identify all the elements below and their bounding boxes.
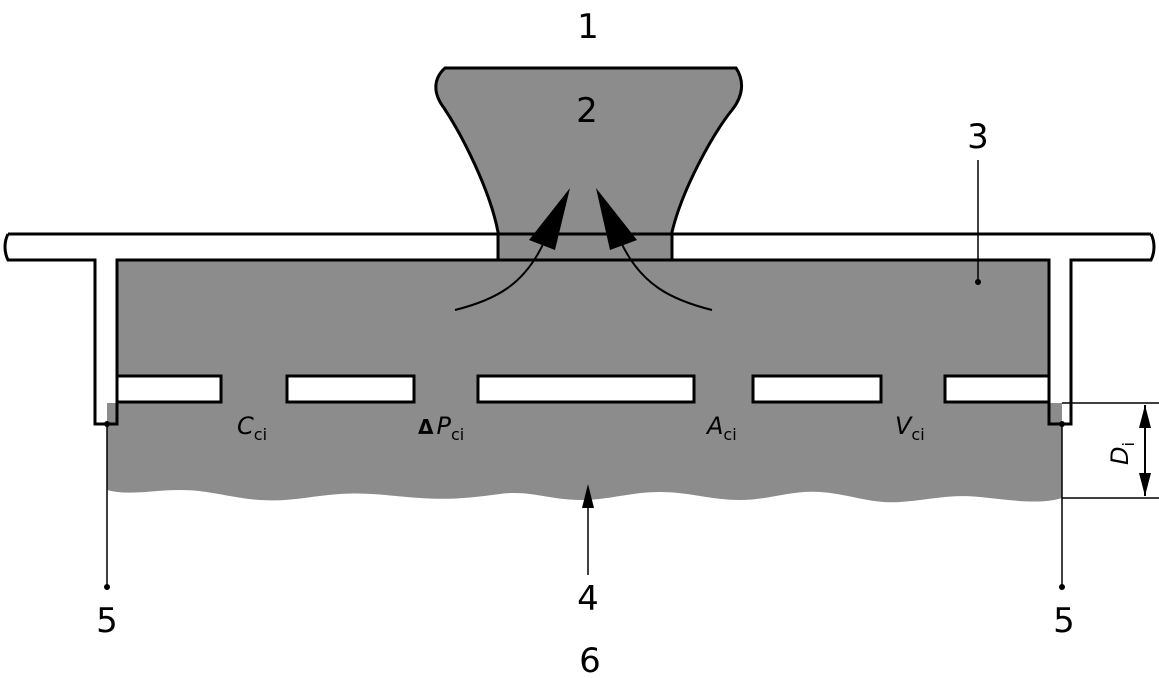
- dim-arrow-top: [1139, 405, 1151, 428]
- flow-arrow-left: [529, 188, 570, 250]
- leader-4-arrow: [582, 484, 594, 508]
- dim-arrow-bottom: [1139, 473, 1151, 496]
- callout-3: 3: [967, 117, 989, 157]
- callout-2: 2: [576, 91, 598, 131]
- callout-5-left: 5: [96, 601, 118, 641]
- frame-left: [3, 232, 498, 426]
- label-v-ci: Vci: [895, 412, 925, 444]
- collector-funnel: [434, 66, 743, 262]
- plate-slot-4: [751, 374, 883, 404]
- callout-5-right: 5: [1053, 601, 1075, 641]
- leader-5-right-dot-top: [1059, 421, 1065, 427]
- callout-6: 6: [579, 641, 601, 678]
- plate-slot-1: [115, 374, 223, 404]
- leader-5-left-dot-bottom: [104, 584, 110, 590]
- plate-slot-5: [943, 374, 1051, 404]
- callout-4: 4: [577, 579, 599, 619]
- label-c-ci: Cci: [237, 412, 267, 444]
- leader-5-left-dot-top: [104, 421, 110, 427]
- callout-1: 1: [577, 7, 599, 47]
- leader-5-right-dot-bottom: [1059, 584, 1065, 590]
- leader-3-dot: [975, 279, 981, 285]
- label-d-i: Di: [1106, 442, 1138, 465]
- plate-slot-3: [476, 374, 696, 404]
- plate-slot-2: [285, 374, 416, 404]
- label-a-ci: Aci: [705, 412, 737, 444]
- chamber-fill: [117, 260, 1049, 374]
- flow-curve-left: [454, 239, 546, 311]
- flow-arrow-right: [596, 188, 637, 250]
- frame-right: [670, 232, 1156, 426]
- flow-curve-right: [619, 239, 713, 311]
- ground-region: [107, 374, 1062, 503]
